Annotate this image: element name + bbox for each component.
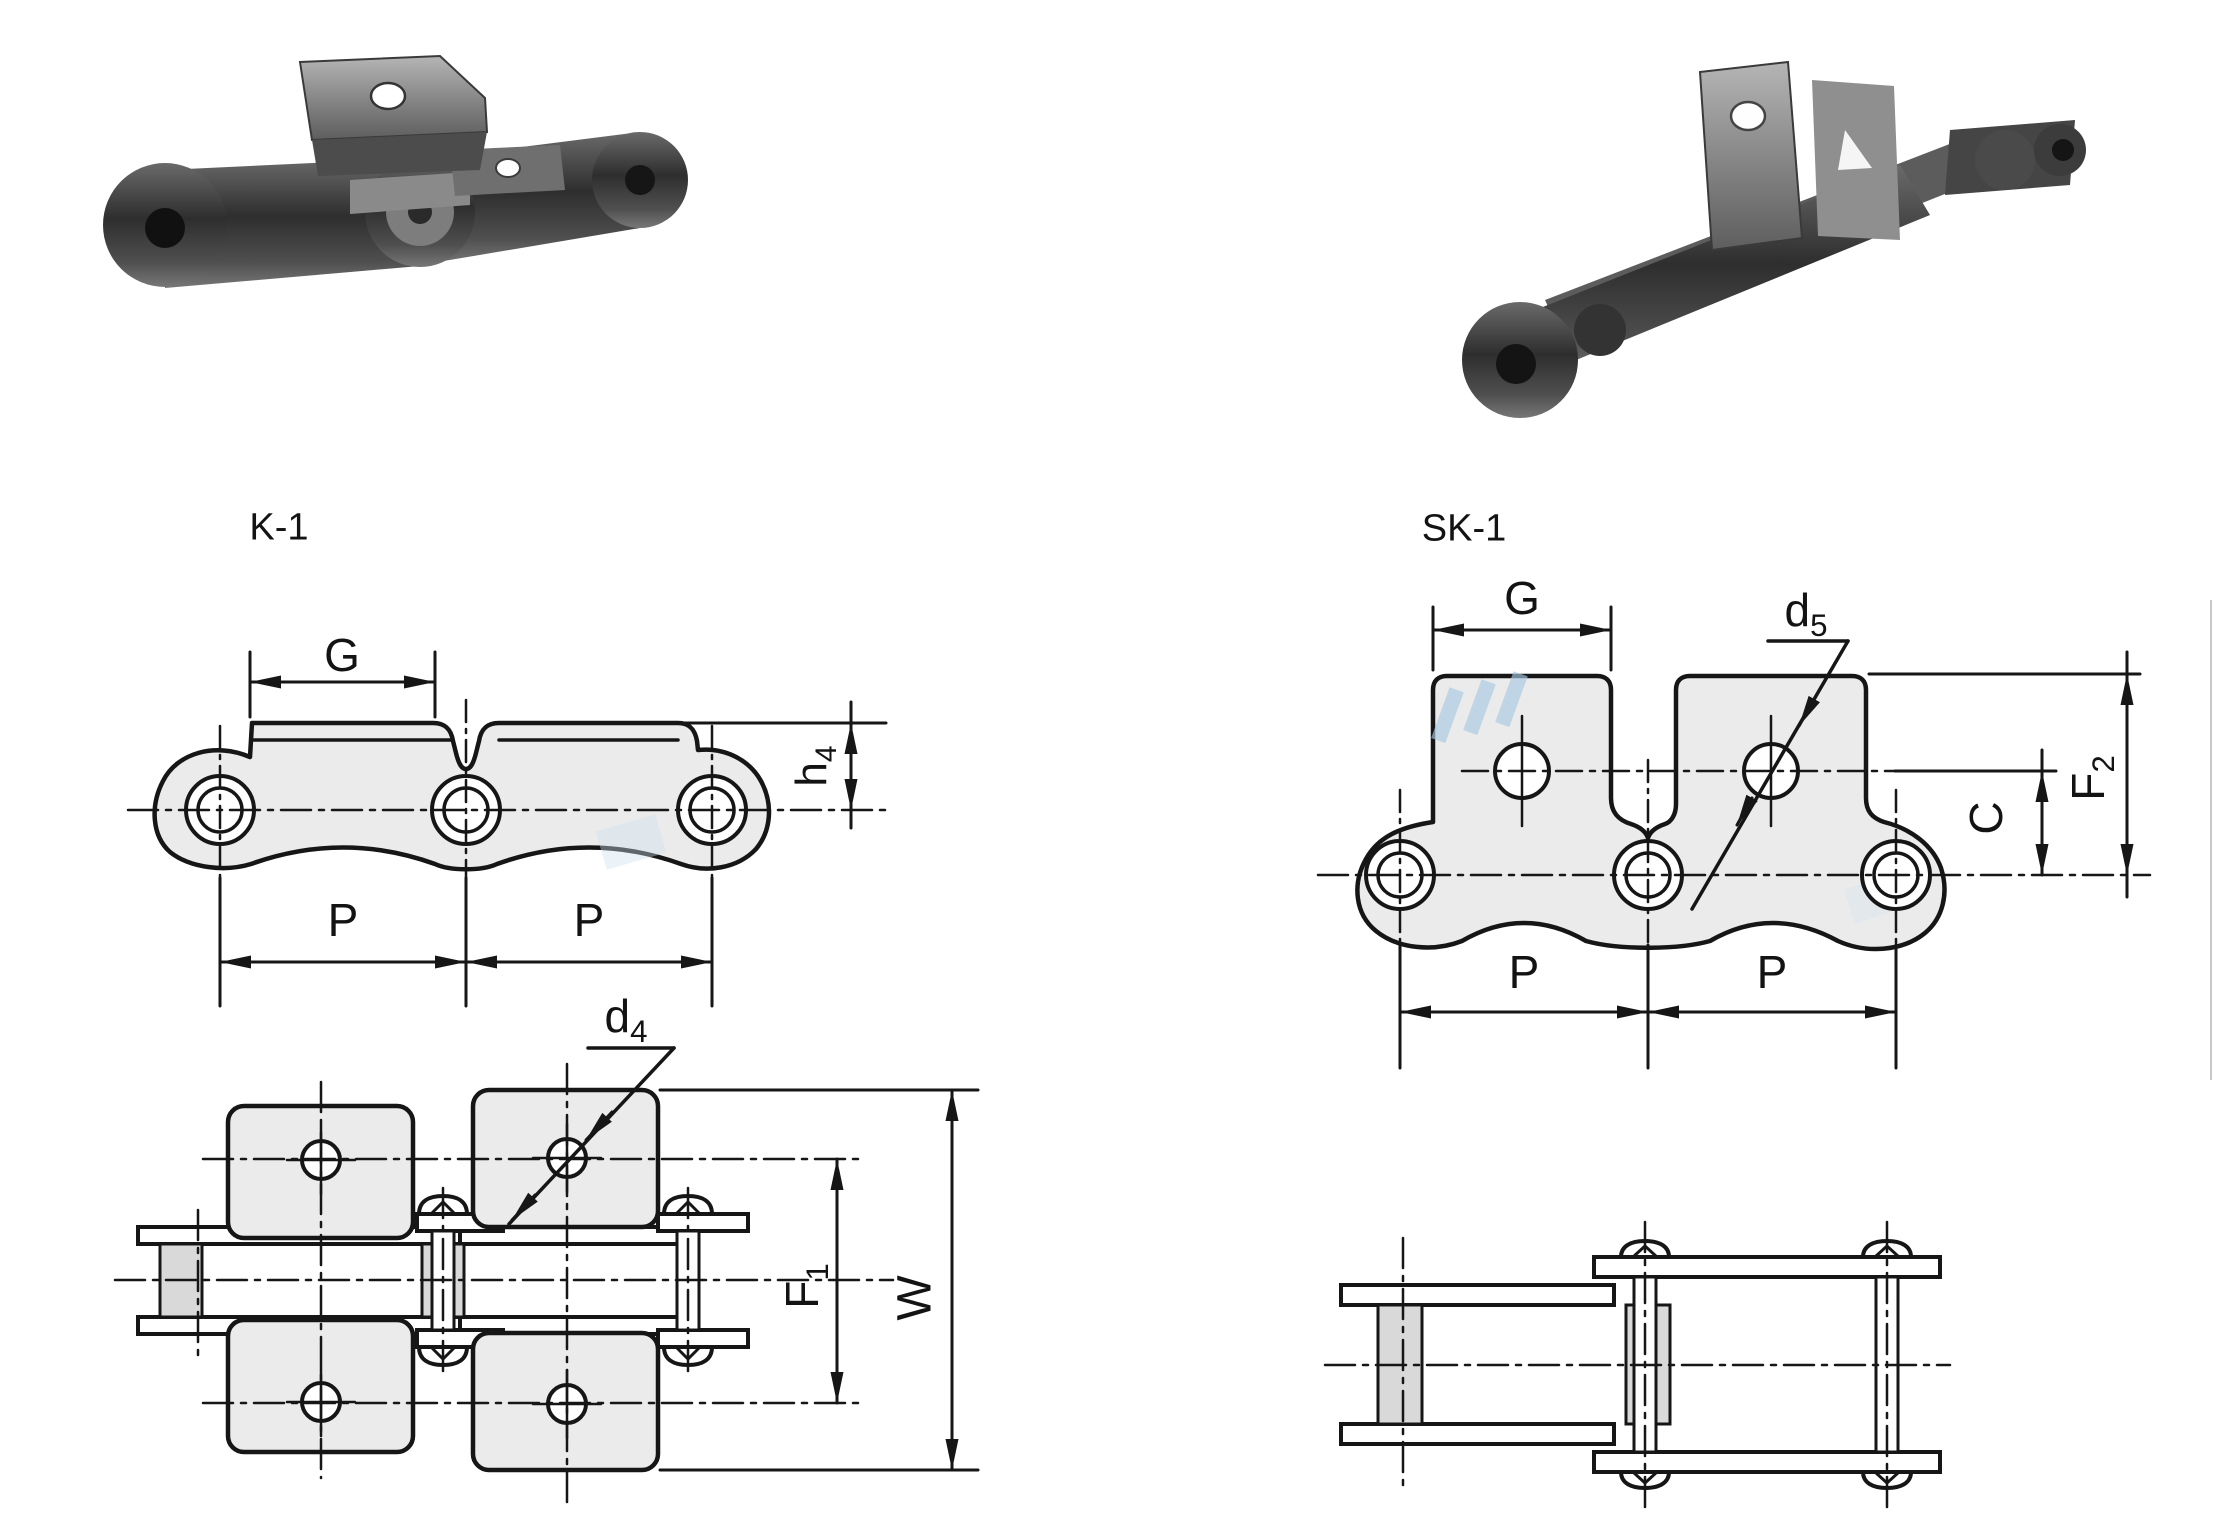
sk1-dim-label-P-left: P xyxy=(1508,946,1540,998)
sk1-photo xyxy=(1462,60,2086,418)
k1-dim-P xyxy=(218,876,714,1008)
watermark-strokes xyxy=(1431,671,1528,744)
sk1-dim-label-d5: d5 xyxy=(1784,584,1828,644)
k1-title: K-1 xyxy=(249,506,309,549)
sk1-leader-d5 xyxy=(1690,639,1850,911)
k1-dim-W xyxy=(658,1088,980,1472)
k1-dim-label-P-left: P xyxy=(327,894,359,946)
sk1-dim-G xyxy=(1431,605,1613,672)
k1-dim-label-G: G xyxy=(324,629,360,681)
sk1-dim-P xyxy=(1398,943,1898,1070)
sk1-title: SK-1 xyxy=(1421,507,1507,550)
k1-dim-label-F1: F1 xyxy=(776,1263,836,1309)
k1-dim-label-P-right: P xyxy=(573,894,605,946)
k1-dim-label-W: W xyxy=(888,1275,942,1321)
sk1-link-plates xyxy=(1355,673,1947,952)
k1-dim-G xyxy=(248,650,437,719)
k1-side-view-drawing xyxy=(126,650,888,1008)
sk1-dim-label-P-right: P xyxy=(1756,946,1788,998)
sk1-dim-label-G: G xyxy=(1504,572,1540,624)
k1-dim-label-d4: d4 xyxy=(604,990,648,1050)
sk1-dim-label-F2: F2 xyxy=(2062,755,2122,801)
k1-plan-view-drawing xyxy=(113,1046,980,1510)
k1-leader-d4 xyxy=(507,1046,676,1226)
sk1-dim-label-C: C xyxy=(1960,801,2012,835)
sk1-side-view-drawing xyxy=(1316,605,2152,1070)
k1-photo xyxy=(103,54,688,288)
sk1-plan-view-drawing xyxy=(1323,1220,1952,1510)
k1-dim-label-h4: h4 xyxy=(787,745,843,787)
